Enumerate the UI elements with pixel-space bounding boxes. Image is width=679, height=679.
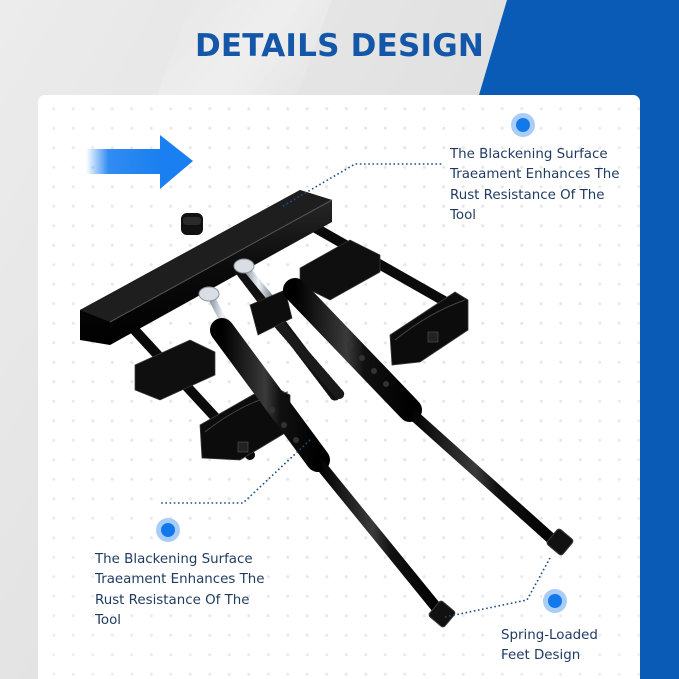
page-title: DETAILS DESIGN (194, 28, 484, 64)
callout-top-right: The Blackening Surface Traeament Enhance… (450, 145, 620, 227)
callout-line: Rust Resistance Of The (450, 187, 605, 203)
callout-bottom-left: The Blackening Surface Traeament Enhance… (95, 550, 265, 632)
callout-line: Feet Design (501, 648, 581, 664)
callout-line: Traeament Enhances The (95, 572, 265, 588)
callout-line: The Blackening Surface (450, 147, 608, 162)
callout-line: The Blackening Surface (95, 552, 253, 567)
callout-marker-icon (543, 589, 567, 613)
gear-puller-tool-image (80, 163, 574, 628)
callout-line: Tool (450, 208, 477, 224)
callout-marker-icon (511, 113, 535, 137)
right-arrow-icon (86, 135, 193, 189)
callout-line: Tool (95, 613, 122, 629)
callout-line: Spring-Loaded (501, 628, 598, 643)
callout-bottom-right: Spring-Loaded Feet Design (501, 626, 598, 667)
product-detail-card: The Blackening Surface Traeament Enhance… (38, 95, 640, 679)
callout-line: Traeament Enhances The (450, 167, 620, 183)
callout-line: Rust Resistance Of The (95, 592, 250, 608)
callout-marker-icon (156, 518, 180, 542)
